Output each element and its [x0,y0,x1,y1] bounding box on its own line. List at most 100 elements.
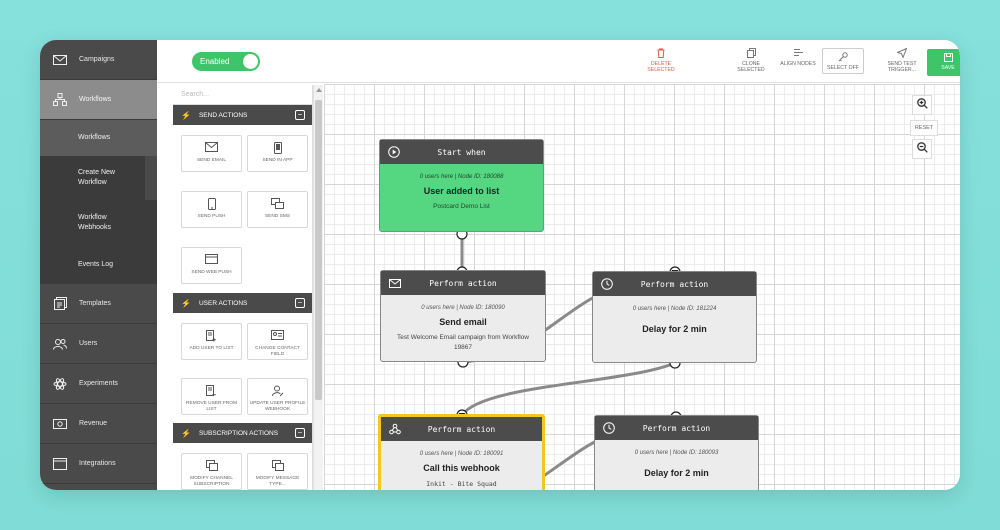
send-push-card[interactable]: SEND PUSH [181,191,242,228]
sidebar-item-label: Campaigns [79,56,115,63]
sidebar-item-label: Users [79,340,98,347]
button-label: SAVE [941,65,955,71]
section-subscription-actions[interactable]: ⚡ SUBSCRIPTION ACTIONS − [173,423,312,443]
node-header: Start when [380,140,543,164]
node-header: Perform action [381,271,545,295]
zoom-out-button[interactable] [912,139,932,159]
section-title: SUBSCRIPTION ACTIONS [198,429,279,437]
workflow-canvas[interactable]: Start when 0 users here | Node ID: 18008… [324,84,960,490]
subnav-workflows[interactable]: Workflows [40,120,157,156]
zoom-in-icon [916,96,928,114]
clone-icon [728,48,774,59]
collapse-icon[interactable]: − [295,428,305,438]
remove-user-from-list-card[interactable]: REMOVE USER FROM LIST [181,378,242,415]
align-nodes-button[interactable]: ALIGN NODES [775,48,821,67]
subnav-label: Workflow Webhooks [78,214,111,231]
scroll-thumb[interactable] [315,100,322,400]
send-in-app-card[interactable]: SEND IN APP [247,135,308,172]
update-user-profile-webhook-card[interactable]: UPDATE USER PROFILE WEBHOOK [247,378,308,415]
card-label: SEND PUSH [197,214,226,219]
search-placeholder: Search... [181,91,210,98]
collapse-icon[interactable]: − [295,298,305,308]
delete-selected-button[interactable]: DELETE SELECTED [638,48,684,73]
node-delay-1[interactable]: Perform action 0 users here | Node ID: 1… [592,271,757,363]
sidebar: Campaigns Workflows Workflows Create New… [40,40,157,490]
subnav-create-new-workflow[interactable]: Create New Workflow [40,156,145,200]
toolbar: Enabled DELETE SELECTED CLONE SELECTED A… [157,40,960,83]
subnav-events-log[interactable]: Events Log [40,246,157,284]
scroll-up-icon[interactable] [316,88,322,92]
users-icon [52,336,68,352]
search-input[interactable]: Search... [173,85,312,105]
sidebar-item-label: Integrations [79,460,116,467]
node-meta: 0 users here | Node ID: 180093 [634,450,719,456]
templates-icon [52,296,68,312]
section-send-actions[interactable]: ⚡ SEND ACTIONS − [173,105,312,125]
node-header-label: Perform action [429,278,497,288]
send-test-trigger-button[interactable]: SEND TEST TRIGGER... [878,48,926,73]
card-label: UPDATE USER PROFILE WEBHOOK [249,401,306,412]
node-meta: 0 users here | Node ID: 180091 [419,451,504,457]
sidebar-item-revenue[interactable]: Revenue [40,404,157,444]
channel-icon [182,460,241,472]
node-meta: 0 users here | Node ID: 180090 [421,305,505,311]
zoom-reset-button[interactable]: RESET [910,120,938,136]
toggle-label: Enabled [200,57,230,66]
button-label: SELECT OFF [827,65,859,71]
select-off-button[interactable]: SELECT OFF [822,48,864,74]
align-icon [775,48,821,59]
sidebar-item-templates[interactable]: Templates [40,284,157,324]
clone-selected-button[interactable]: CLONE SELECTED [728,48,774,73]
node-call-webhook[interactable]: Perform action 0 users here | Node ID: 1… [378,414,545,490]
card-label: SEND WEB PUSH [191,270,232,275]
node-delay-2[interactable]: Perform action 0 users here | Node ID: 1… [594,415,759,490]
card-label: SEND IN APP [262,158,293,163]
sidebar-item-label: Experiments [79,380,118,387]
node-header: Perform action [593,272,756,296]
user-edit-icon [248,385,307,397]
send-email-card[interactable]: SEND EMAIL [181,135,242,172]
envelope-icon [52,52,68,68]
change-contact-field-card[interactable]: CHANGE CONTACT FIELD [247,323,308,360]
send-web-push-card[interactable]: SEND WEB PUSH [181,247,242,284]
sidebar-item-users[interactable]: Users [40,324,157,364]
zoom-in-button[interactable] [912,95,932,115]
reset-label: RESET [914,125,934,131]
sidebar-item-label: Workflows [79,96,112,103]
contact-card-icon [248,330,307,342]
sidebar-item-integrations[interactable]: Integrations [40,444,157,484]
subnav-label: Create New Workflow [78,169,115,186]
phone-icon [248,142,307,154]
sidebar-item-workflows[interactable]: Workflows [40,80,157,120]
sidebar-item-experiments[interactable]: Experiments [40,364,157,404]
integrations-icon [52,456,68,472]
node-start-when[interactable]: Start when 0 users here | Node ID: 18008… [379,139,544,232]
subnav-workflow-webhooks[interactable]: Workflow Webhooks [40,200,157,246]
chat-icon [248,198,307,210]
send-sms-card[interactable]: SEND SMS [247,191,308,228]
user-actions-cards: ADD USER TO LIST CHANGE CONTACT FIELD RE… [173,313,312,423]
collapse-icon[interactable]: − [295,110,305,120]
modify-message-type-card[interactable]: MODIFY MESSAGE TYPE... [247,453,308,490]
send-icon [878,48,926,59]
node-header-label: Start when [437,147,486,157]
modify-channel-subscription-card[interactable]: MODIFY CHANNEL SUBSCRIPTION [181,453,242,490]
node-title: Delay for 2 min [644,468,709,478]
section-user-actions[interactable]: ⚡ USER ACTIONS − [173,293,312,313]
subscription-actions-cards: MODIFY CHANNEL SUBSCRIPTION MODIFY MESSA… [173,443,312,490]
node-title: Send email [439,317,487,327]
enabled-toggle[interactable]: Enabled [192,52,260,71]
panel-scrollbar[interactable] [313,85,323,490]
node-header: Perform action [381,417,542,441]
node-send-email[interactable]: Perform action 0 users here | Node ID: 1… [380,270,546,362]
save-button[interactable]: SAVE [927,49,960,76]
card-label: SEND EMAIL [196,158,227,163]
clock-icon [601,278,613,290]
sidebar-item-label: Revenue [79,420,108,427]
section-title: SEND ACTIONS [198,111,248,119]
node-header: Perform action [595,416,758,440]
add-user-to-list-card[interactable]: ADD USER TO LIST [181,323,242,360]
sidebar-item-campaigns[interactable]: Campaigns [40,40,157,80]
toggle-knob [243,54,258,69]
card-label: CHANGE CONTACT FIELD [255,346,300,357]
